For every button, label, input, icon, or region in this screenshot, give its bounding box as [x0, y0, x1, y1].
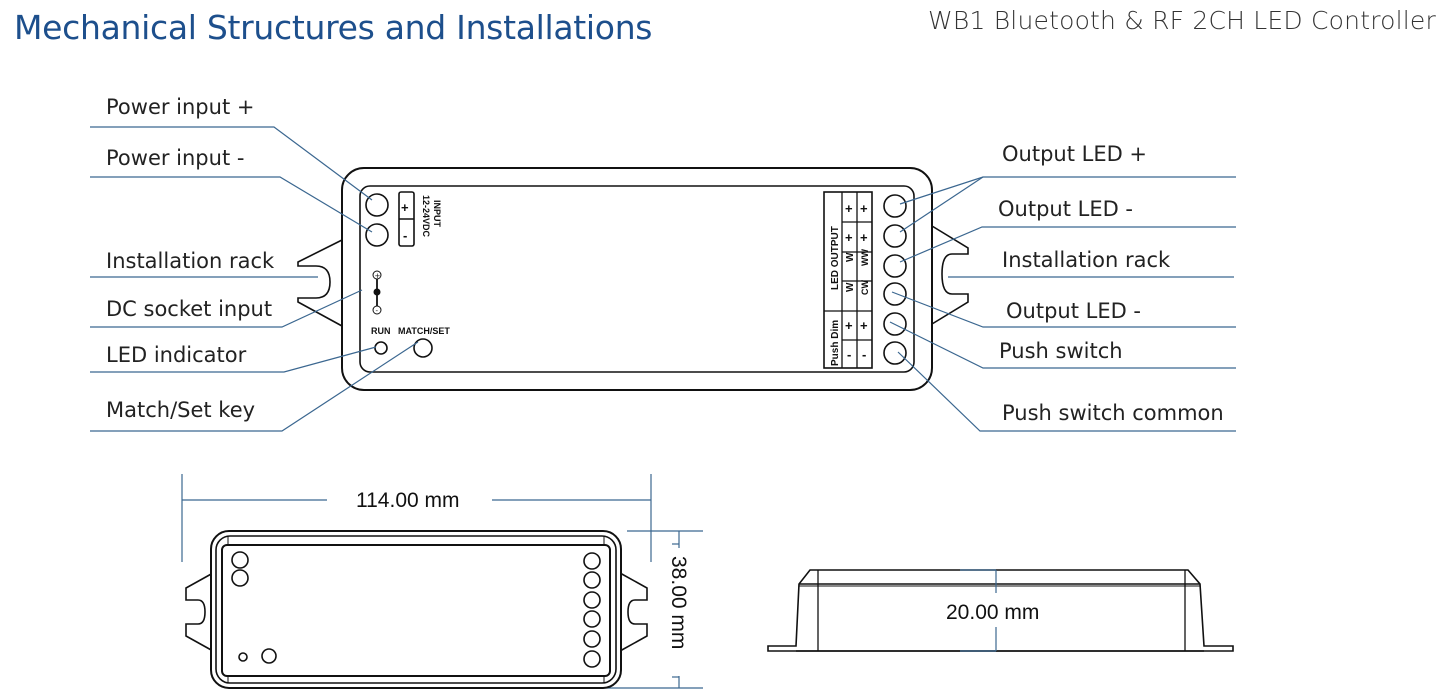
device-shell-edge	[215, 535, 617, 684]
output-terminal	[583, 591, 601, 609]
dc-socket-symbol: + -	[372, 270, 382, 315]
callout-label: Installation rack	[1002, 248, 1171, 272]
terminal-label: W	[845, 282, 856, 292]
page-title: Mechanical Structures and Installations	[14, 8, 653, 47]
terminal-label: W	[845, 252, 856, 262]
led-output-table: LED OUTPUT Push Dim	[823, 191, 873, 369]
output-terminal	[583, 610, 601, 628]
input-voltage: 12-24VDC	[421, 195, 431, 238]
terminal-label: +	[860, 201, 868, 216]
leader-line	[90, 289, 363, 328]
run-label: RUN	[371, 326, 391, 336]
callout-label: Match/Set key	[106, 398, 255, 422]
leader-line	[899, 226, 1236, 263]
callout-label: Output LED -	[1006, 299, 1141, 323]
left-callouts: Power input + Power input - Installation…	[90, 95, 419, 432]
terminal-label: WW	[860, 249, 870, 266]
power-terminal	[231, 551, 249, 569]
callout-label: Output LED -	[998, 197, 1133, 221]
width-dimension: 38.00 mm	[667, 556, 690, 649]
right-installation-rack	[931, 225, 969, 325]
leader-line	[90, 341, 419, 432]
callout-label: Output LED +	[1002, 142, 1147, 166]
left-installation-rack	[185, 572, 214, 652]
dc-minus-mark: -	[376, 307, 379, 315]
side-profile	[767, 569, 1234, 652]
right-installation-rack	[619, 572, 648, 652]
terminal-label: +	[860, 318, 868, 333]
match-set-label: MATCH/SET	[398, 326, 450, 336]
callout-label: DC socket input	[106, 297, 272, 321]
device-inner-panel	[359, 185, 915, 373]
terminal-label: +	[845, 318, 853, 333]
callout-label: LED indicator	[106, 343, 247, 367]
led-indicator	[374, 341, 388, 355]
device-outer-shell	[341, 167, 933, 391]
leader-line	[897, 351, 1236, 432]
callout-label: Push switch	[999, 339, 1123, 363]
dimension-top-view: 114.00 mm 38.00 mm	[181, 474, 703, 689]
height-dimension: 20.00 mm	[946, 601, 1039, 624]
device-inner-panel	[221, 544, 611, 677]
input-minus-symbol: -	[403, 228, 407, 243]
push-dim-title: Push Dim	[830, 320, 841, 366]
power-input-minus-terminal	[365, 223, 389, 247]
callout-label: Push switch common	[1002, 401, 1224, 425]
callout-label: Power input -	[106, 146, 244, 170]
input-title: INPUT	[432, 200, 442, 228]
output-terminal	[583, 552, 601, 570]
leader-line	[90, 346, 377, 373]
output-terminal	[583, 650, 601, 668]
terminal-label: -	[862, 347, 866, 362]
dimension-side-view: 20.00 mm	[767, 569, 1234, 652]
output-terminal	[883, 194, 907, 218]
terminal-label: +	[860, 230, 868, 245]
input-plus-symbol: +	[401, 200, 409, 215]
output-terminal	[883, 312, 907, 336]
right-callouts: Output LED + Output LED - Installation r…	[889, 142, 1236, 432]
product-name: WB1 Bluetooth & RF 2CH LED Controller	[927, 6, 1436, 35]
left-installation-rack	[297, 239, 343, 327]
led-indicator	[238, 652, 248, 662]
callout-label: Power input +	[106, 95, 254, 119]
leader-line	[891, 291, 1236, 328]
output-terminal	[583, 630, 601, 648]
output-terminal	[883, 341, 907, 365]
power-terminal	[231, 569, 249, 587]
callout-label: Installation rack	[106, 249, 275, 273]
match-set-key[interactable]	[413, 338, 433, 358]
length-dimension: 114.00 mm	[356, 489, 460, 512]
leader-line	[90, 126, 373, 201]
terminal-label: +	[845, 230, 853, 245]
device-top-view: + - INPUT 12-24VDC + - RUN MATCH/SET	[297, 167, 969, 391]
dc-plus-mark: +	[375, 272, 381, 280]
terminal-label: CW	[860, 280, 870, 295]
led-output-title: LED OUTPUT	[830, 226, 841, 290]
leader-line	[889, 321, 1236, 369]
power-input-plus-terminal	[365, 193, 389, 217]
terminal-label: -	[847, 347, 851, 362]
output-terminal	[583, 571, 601, 589]
leader-line	[899, 176, 984, 233]
output-terminal	[883, 254, 907, 278]
match-set-key	[261, 648, 277, 664]
terminal-label: +	[845, 201, 853, 216]
output-terminal	[883, 282, 907, 306]
output-terminal	[883, 224, 907, 248]
leader-line	[90, 176, 373, 233]
